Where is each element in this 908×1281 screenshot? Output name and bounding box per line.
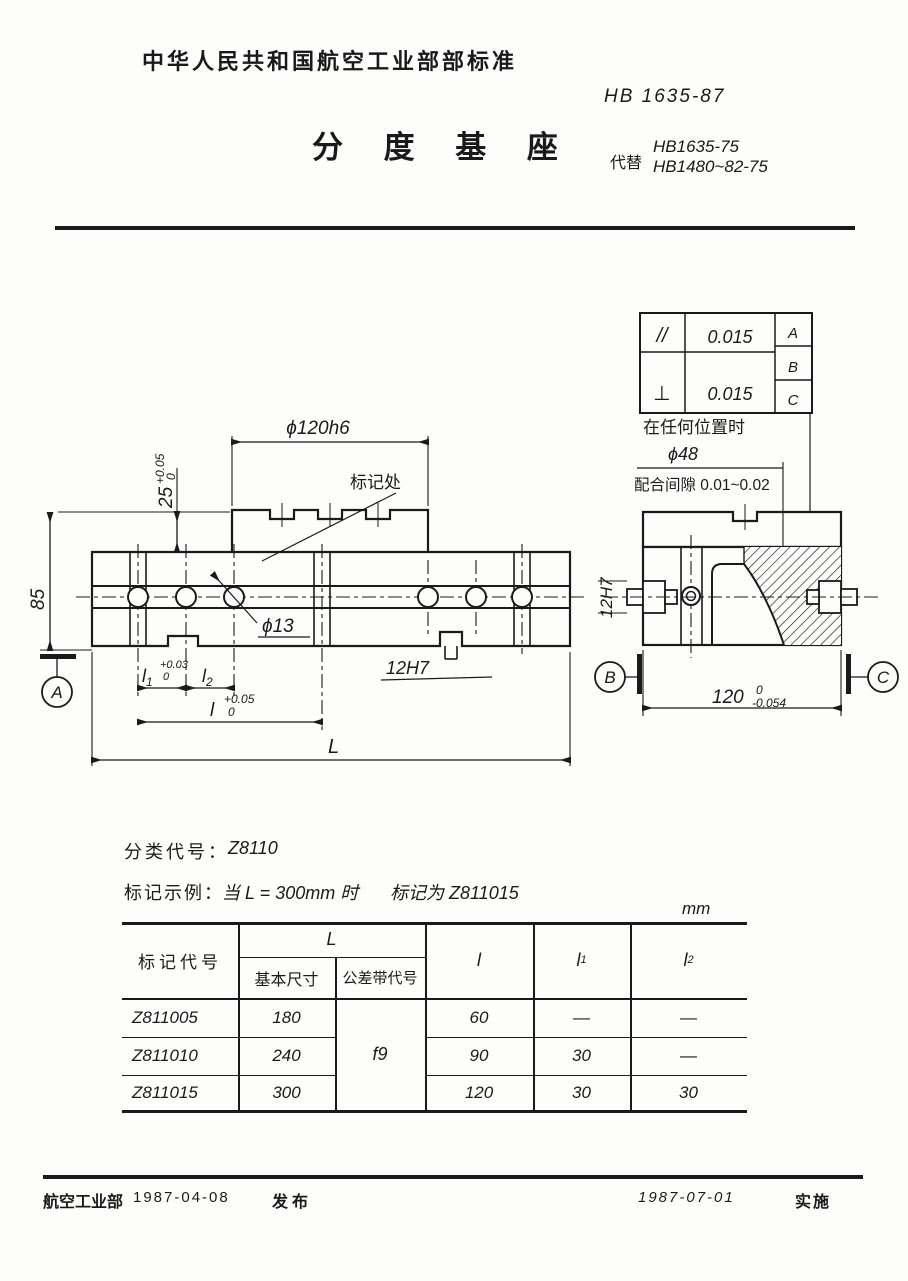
dim-dia48: ϕ48 (668, 444, 698, 464)
table-row-code: Z811005 (132, 1007, 198, 1027)
table-cell-l: 120 (464, 1082, 494, 1102)
table-cell-basic: 300 (272, 1082, 301, 1102)
table-row-code: Z811015 (132, 1082, 198, 1102)
parallelism-symbol: // (654, 325, 670, 347)
footer-issue-label: 发布 (272, 1194, 313, 1211)
table-top-rule (122, 922, 747, 925)
table-bottom-rule (122, 1110, 747, 1113)
col-header-l: l (477, 949, 481, 970)
engineering-drawing: // 0.015 A ⊥ 0.015 B C 在任何位置时 (28, 312, 899, 766)
table-cell-l1: 30 (572, 1046, 591, 1065)
tolerance-frame: // 0.015 A ⊥ 0.015 B C 在任何位置时 (639, 312, 813, 512)
datum-a: A (40, 654, 76, 708)
table-cell-l: 90 (469, 1046, 489, 1065)
datum-c-label: C (877, 668, 890, 687)
table-cell-l2: 30 (679, 1082, 698, 1102)
datum-b: B (594, 654, 642, 694)
bolt-holes (127, 586, 533, 608)
datum-ref-b: B (788, 359, 798, 376)
col-header-tolerance-zone: 公差带代号 (342, 970, 418, 987)
table-cell-l2: — (680, 1046, 697, 1065)
dim-l1: l1 (142, 666, 153, 689)
dim-12h7-front: 12H7 (386, 658, 430, 678)
table-cell-l2: — (680, 1007, 697, 1027)
footer-org: 航空工业部 (43, 1194, 124, 1211)
header-rule (55, 226, 855, 230)
standard-number: HB 1635-87 (604, 86, 726, 107)
side-view: 12H7 ϕ48 配合间隙 0.01~0.02 B (594, 444, 899, 716)
perpendicularity-value: 0.015 (707, 384, 753, 404)
col-header-code: 标记代号 (138, 952, 222, 972)
section-hatching (744, 547, 841, 645)
footer-impl-date: 1987-07-01 (638, 1189, 735, 1206)
table-cell-l1: 30 (572, 1082, 591, 1102)
front-view: ϕ120h6 标记处 25 +0.05 0 85 (28, 418, 586, 766)
perpendicularity-symbol: ⊥ (653, 383, 670, 405)
dim-dia120h6: ϕ120h6 (286, 418, 350, 439)
footer-rule (43, 1175, 863, 1179)
col-header-L: L (326, 929, 337, 949)
marking-example-result: 标记为 Z811015 (390, 883, 519, 903)
table-cell-l1: — (573, 1007, 590, 1027)
dim-l-tol-dn: 0 (228, 705, 235, 719)
dim-l1-tol-up: +0.03 (160, 659, 189, 671)
table-cell-basic: 240 (272, 1046, 301, 1065)
dim-dia13: ϕ13 (262, 616, 294, 637)
dim-25-group: 25 +0.05 0 (153, 453, 178, 509)
side-top-band (641, 510, 843, 549)
replaced-standard-1: HB1635-75 (653, 137, 740, 156)
marking-spot-label: 标记处 (350, 473, 401, 492)
document-title: 分 度 基 座 (312, 130, 574, 165)
standard-org-title: 中华人民共和国航空工业部部标准 (142, 49, 518, 74)
dim-12h7-side: 12H7 (597, 577, 616, 618)
base-body-outline (90, 550, 572, 648)
marking-example-label: 标记示例： (124, 883, 224, 903)
tolerance-note: 在任何位置时 (643, 418, 745, 437)
replaced-standard-2: HB1480~82-75 (653, 157, 768, 176)
dim-25: 25 (156, 486, 177, 509)
replaces-prefix: 代替 (610, 155, 643, 172)
datum-ref-c: C (788, 392, 799, 409)
unit-label: mm (682, 899, 711, 918)
tolerance-zone-value: f9 (372, 1043, 388, 1064)
dim-120-tol-dn: -0.054 (752, 696, 786, 710)
dim-l1-tol-dn: 0 (163, 671, 170, 683)
table-cell-basic: 180 (272, 1007, 301, 1027)
classification-value: Z8110 (228, 838, 278, 858)
footer-issue-date: 1987-04-08 (133, 1189, 230, 1206)
footer-impl-label: 实施 (795, 1194, 832, 1211)
dim-85: 85 (28, 588, 49, 610)
dim-l2: l2 (202, 666, 213, 689)
dim-25-tol-up: +0.05 (153, 453, 167, 484)
datum-ref-a: A (787, 325, 798, 342)
datum-a-label: A (50, 683, 62, 702)
marking-example-condition: 当 L = 300mm 时 (222, 883, 359, 903)
table-cell-l: 60 (469, 1007, 489, 1027)
dim-120: 120 (712, 687, 744, 708)
col-header-basic-size: 基本尺寸 (254, 971, 319, 989)
table-row-code: Z811010 (132, 1046, 198, 1065)
dim-L: L (328, 736, 339, 758)
datum-c: C (846, 654, 899, 694)
dim-l-tol-up: +0.05 (224, 692, 255, 706)
parallelism-value: 0.015 (707, 327, 753, 347)
fit-clearance-note: 配合间隙 0.01~0.02 (634, 476, 770, 494)
dim-25-tol-dn: 0 (164, 473, 178, 480)
datum-b-label: B (604, 668, 615, 687)
dim-120-tol-up: 0 (756, 683, 763, 697)
dim-l: l (210, 700, 215, 721)
classification-label: 分类代号： (124, 842, 229, 862)
